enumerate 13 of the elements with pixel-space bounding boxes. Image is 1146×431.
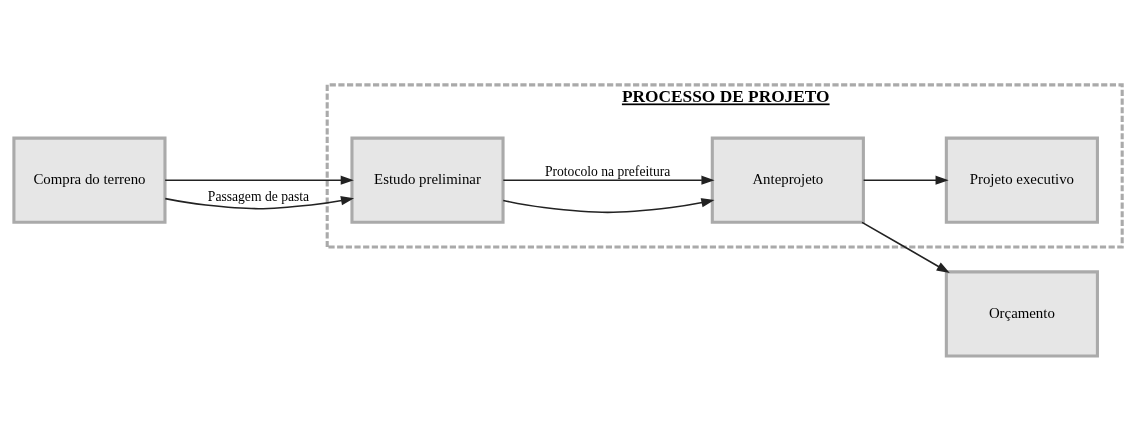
arrow xyxy=(861,221,950,273)
node-box: Projeto executivo xyxy=(944,136,1099,224)
edge-label: Passagem de pasta xyxy=(207,189,310,205)
arrow xyxy=(164,175,354,185)
arrow xyxy=(502,198,715,214)
node-box: Compra do terreno xyxy=(12,136,167,224)
arrow xyxy=(502,175,715,185)
node-box: Anteprojeto xyxy=(710,136,865,224)
node-box: Orçamento xyxy=(944,270,1099,358)
arrow xyxy=(862,175,949,185)
node-box: Estudo preliminar xyxy=(350,136,505,224)
edge-label: Protocolo na prefeitura xyxy=(544,164,671,180)
arrow xyxy=(164,196,355,210)
